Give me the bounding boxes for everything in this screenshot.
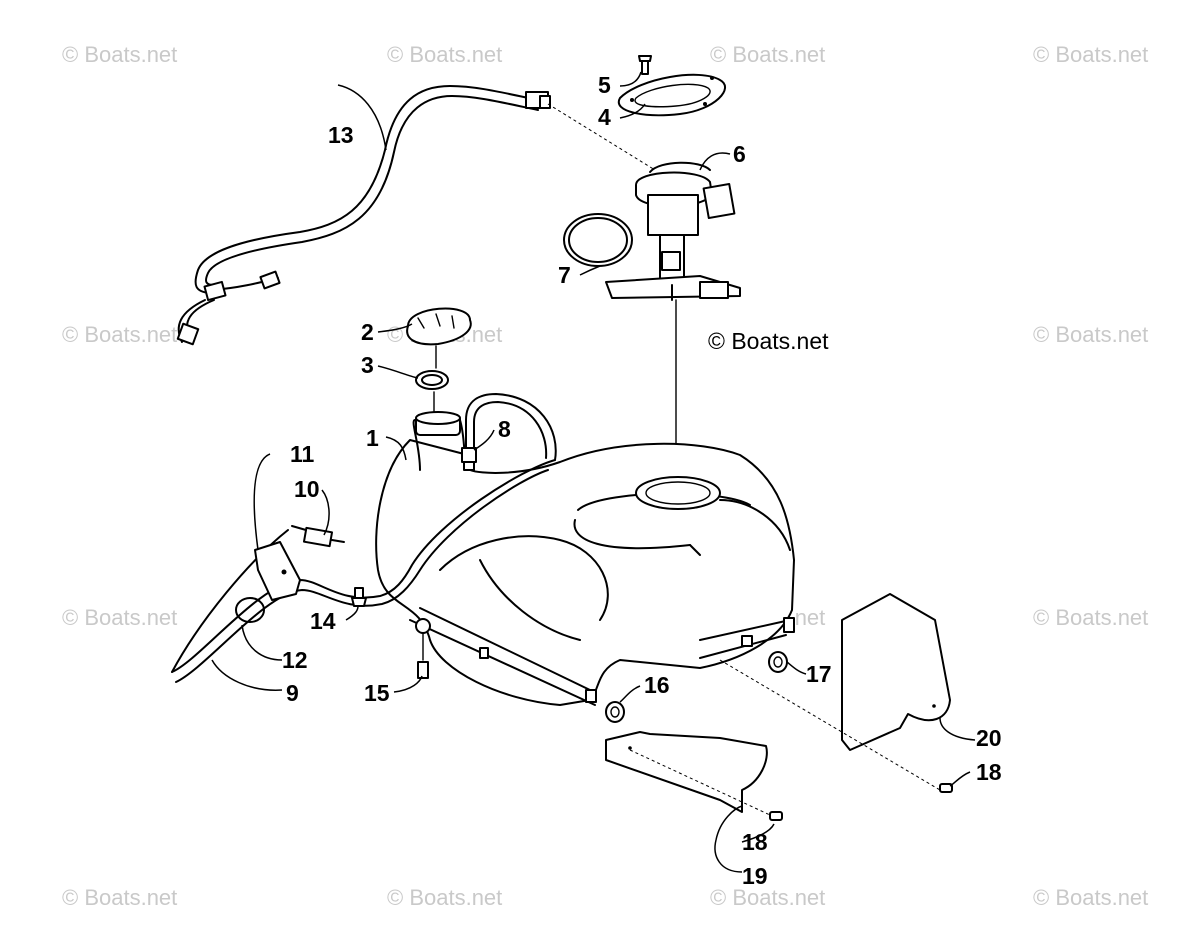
part-10-fuel-filter xyxy=(291,525,345,548)
watermark: © Boats.net xyxy=(62,885,177,910)
callout-15: 15 xyxy=(364,680,390,706)
callout-10: 10 xyxy=(294,476,320,502)
watermark: © Boats.net xyxy=(387,885,502,910)
part-1-fuel-tank xyxy=(375,411,795,706)
watermark: © Boats.net xyxy=(1033,885,1148,910)
part-5-screw xyxy=(638,55,652,75)
leader-lines xyxy=(211,71,976,873)
part-20-heat-shield xyxy=(841,593,951,751)
part-17-grommet xyxy=(768,651,788,673)
part-9-fuel-hose xyxy=(171,459,556,683)
callout-6: 6 xyxy=(733,141,746,167)
watermark: © Boats.net xyxy=(710,42,825,67)
callout-18: 18 xyxy=(976,759,1002,785)
watermark: © Boats.net xyxy=(710,885,825,910)
part-19-heat-shield xyxy=(605,731,768,813)
callout-17: 17 xyxy=(806,661,832,687)
watermark: © Boats.net xyxy=(387,42,502,67)
watermark: © Boats.net xyxy=(62,322,177,347)
watermark: © Boats.net xyxy=(1033,322,1148,347)
callout-19: 19 xyxy=(742,863,768,889)
part-3-gasket xyxy=(415,370,449,390)
part-14-valve xyxy=(351,587,367,607)
watermark: © Boats.net xyxy=(1033,605,1148,630)
center-watermark: © Boats.net xyxy=(708,328,829,354)
part-15-plug xyxy=(417,661,429,679)
part-7-o-ring xyxy=(563,213,633,267)
part-13-vent-hose xyxy=(176,85,551,346)
callout-1: 1 xyxy=(366,425,379,451)
guide-line xyxy=(433,345,437,413)
part-16-grommet xyxy=(605,701,625,723)
part-6-fuel-pump xyxy=(605,161,741,301)
watermark: © Boats.net xyxy=(62,42,177,67)
guide-line xyxy=(719,659,941,791)
callout-5: 5 xyxy=(598,72,611,98)
callout-11: 11 xyxy=(290,441,315,467)
callout-labels: 1 2 3 4 5 6 7 8 9 10 11 12 13 14 15 16 1… xyxy=(282,72,1002,889)
callout-7: 7 xyxy=(558,262,571,288)
part-2-fuel-cap xyxy=(406,307,472,346)
callout-9: 9 xyxy=(286,680,299,706)
callout-12: 12 xyxy=(282,647,308,673)
part-8-vent-tube xyxy=(461,393,557,471)
watermark: © Boats.net xyxy=(62,605,177,630)
guide-line xyxy=(547,103,656,171)
part-12-clamp xyxy=(235,597,265,623)
part-11-bracket xyxy=(254,541,301,601)
callout-8: 8 xyxy=(498,416,511,442)
callout-18: 18 xyxy=(742,829,768,855)
guide-line xyxy=(629,749,771,816)
callout-16: 16 xyxy=(644,672,670,698)
callout-2: 2 xyxy=(361,319,374,345)
callout-13: 13 xyxy=(328,122,354,148)
callout-4: 4 xyxy=(598,104,611,130)
part-18-screw xyxy=(769,783,953,821)
callout-3: 3 xyxy=(361,352,374,378)
watermark: © Boats.net xyxy=(1033,42,1148,67)
callout-20: 20 xyxy=(976,725,1002,751)
callout-14: 14 xyxy=(310,608,336,634)
